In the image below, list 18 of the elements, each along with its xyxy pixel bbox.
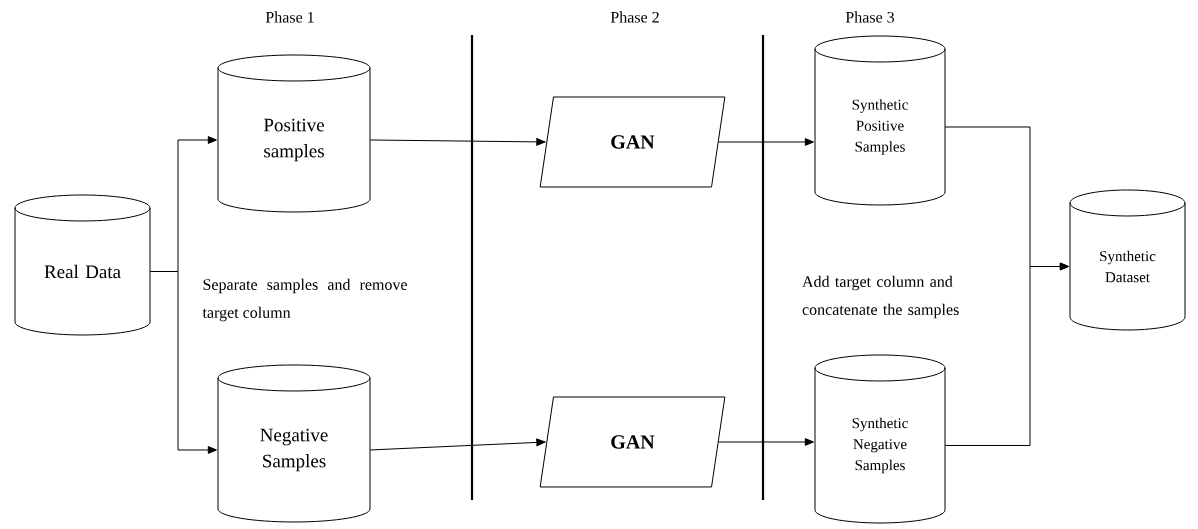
cylinder: Synthetic Positive Samples xyxy=(814,35,946,206)
annotation-text: Separate samples and remove target column xyxy=(202,278,407,322)
cylinder: Synthetic Dataset xyxy=(1069,189,1186,331)
arrow xyxy=(369,138,546,146)
cylinder: Negative Samples xyxy=(217,364,371,523)
cylinder: Real Data xyxy=(14,194,151,336)
phase-heading: Phase 2 xyxy=(610,11,659,23)
cylinder: Positive samples xyxy=(217,54,371,213)
cylinder: Synthetic Negative Samples xyxy=(814,354,946,524)
arrow xyxy=(718,138,814,146)
arrow xyxy=(369,438,546,451)
parallelogram: GAN xyxy=(539,96,726,188)
arrow xyxy=(718,438,814,446)
arrow xyxy=(149,271,217,454)
phase-heading: Phase 1 xyxy=(265,11,314,23)
parallelogram: GAN xyxy=(539,396,726,488)
annotation-text: Add target column and concatenate the samples xyxy=(802,275,959,319)
arrow xyxy=(944,262,1069,446)
